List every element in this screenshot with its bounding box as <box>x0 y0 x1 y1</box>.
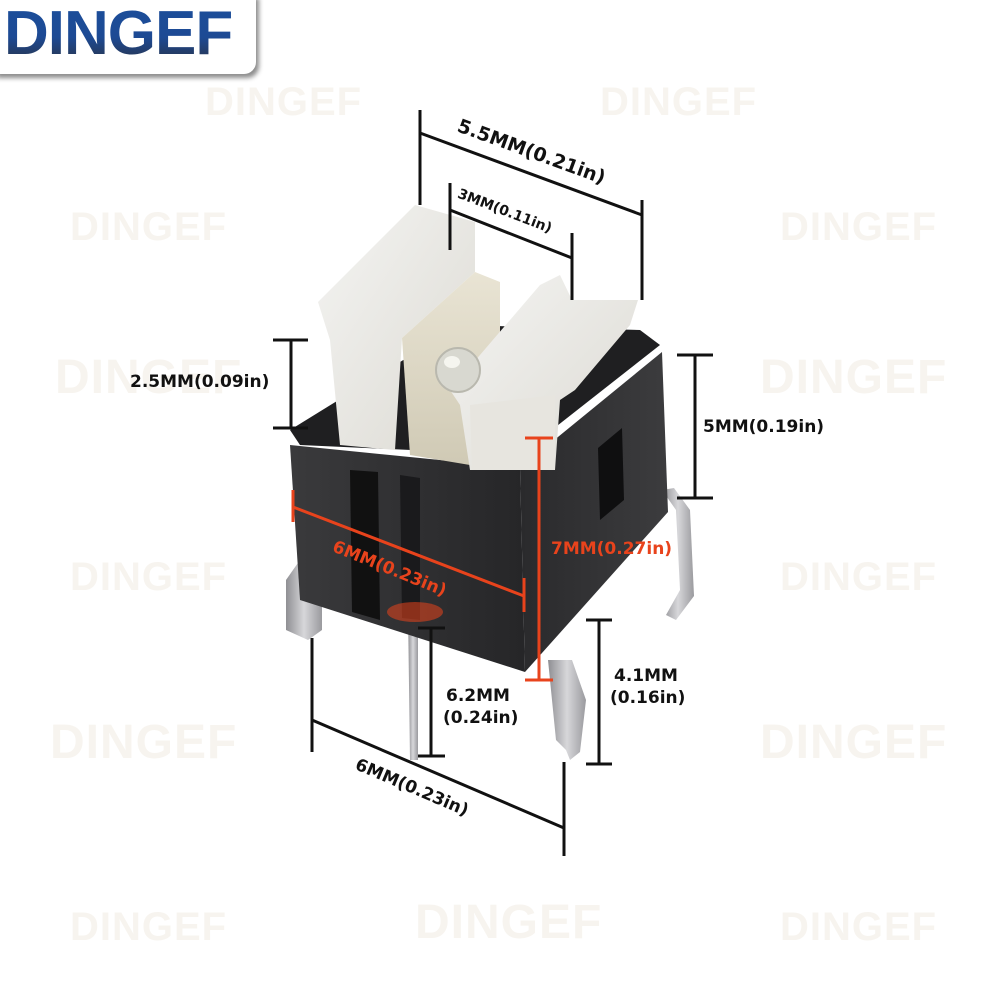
watermark: DINGEF <box>205 80 363 124</box>
watermark: DINGEF <box>415 896 603 949</box>
watermark: DINGEF <box>70 905 228 949</box>
watermark: DINGEF <box>55 351 243 404</box>
watermark: DINGEF <box>760 716 948 769</box>
watermark: DINGEF <box>50 716 238 769</box>
watermark: DINGEF <box>780 555 938 599</box>
watermark: DINGEF <box>70 205 228 249</box>
watermark: DINGEF <box>600 80 758 124</box>
dimension-label-pin-long-in: (0.24in) <box>443 708 519 728</box>
dimension-label-pin-short-mm: 4.1MM <box>614 666 678 686</box>
watermark: DINGEF <box>780 205 938 249</box>
dimension-label-pin-long-mm: 6.2MM <box>446 686 510 706</box>
switch-cap <box>318 205 638 470</box>
watermark: DINGEF <box>760 351 948 404</box>
watermark: DINGEF <box>70 555 228 599</box>
dimension-label-body-height: 5MM(0.19in) <box>703 417 825 437</box>
dimension-label-pin-short-in: (0.16in) <box>610 688 686 708</box>
brand-logo: DINGEF <box>0 0 256 74</box>
dimension-lines-black <box>273 110 713 856</box>
dimension-label-total-height: 7MM(0.27in) <box>551 539 673 559</box>
brand-logo-text: DINGEF <box>4 0 233 68</box>
dimension-lines-red <box>291 436 553 682</box>
watermark: DINGEF <box>780 905 938 949</box>
dimension-label-cap-height: 2.5MM(0.09in) <box>130 372 270 392</box>
